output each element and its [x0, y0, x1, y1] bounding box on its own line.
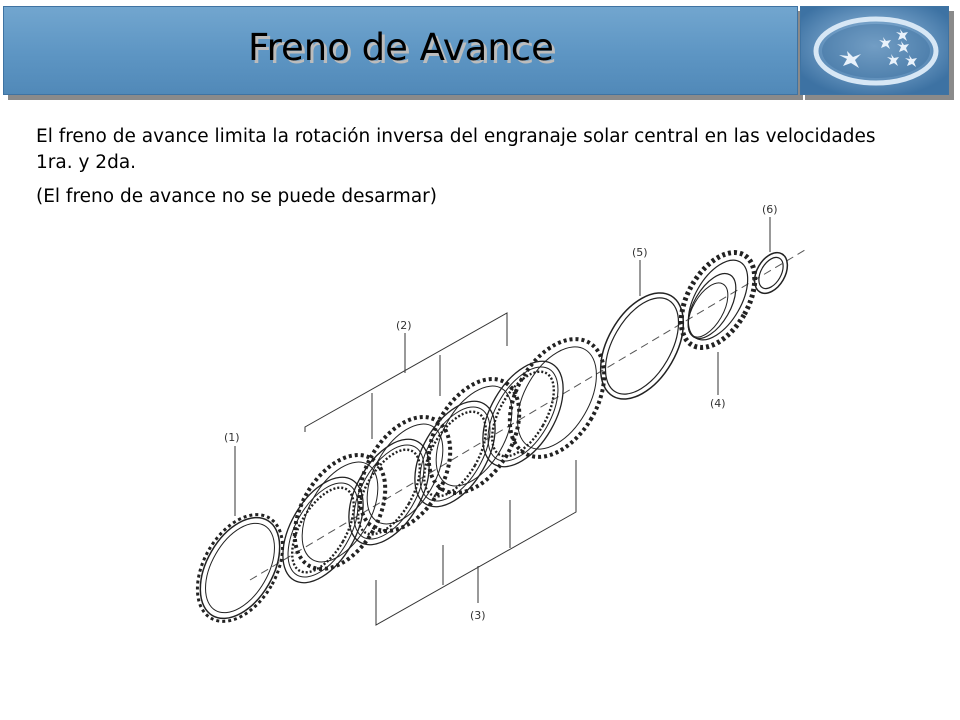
- gear-4-hub: [678, 250, 758, 350]
- axis-line: [249, 249, 806, 581]
- note-text: (El freno de avance no se puede desarmar…: [36, 186, 437, 207]
- callout-6: (6): [762, 203, 778, 216]
- ring-1-retaining-plate: [195, 513, 285, 623]
- callout-4: (4): [710, 397, 726, 410]
- ring-6-small-snap-ring: [753, 251, 789, 295]
- description-text: El freno de avance limita la rotación in…: [36, 126, 876, 173]
- star-logo-icon: [801, 7, 948, 94]
- callout-5: (5): [632, 246, 648, 259]
- callout-1: (1): [224, 431, 240, 444]
- callout-2: (2): [396, 319, 412, 332]
- leader-lines: [234, 217, 771, 603]
- slide-title: Freno de Avance: [248, 26, 554, 69]
- title-banner: [3, 6, 798, 95]
- ring-5-snap-ring: [599, 292, 685, 400]
- brand-logo: [800, 6, 949, 95]
- drive-plates: [282, 337, 607, 584]
- callout-3: (3): [470, 609, 486, 622]
